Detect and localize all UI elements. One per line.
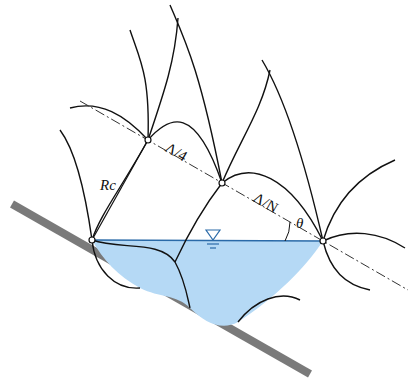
radius-line <box>92 140 148 240</box>
axis-points <box>89 137 326 244</box>
angle-arc <box>285 222 290 241</box>
dimension-label: Λ/4 <box>163 140 190 164</box>
dimension-label: Rc <box>100 178 116 193</box>
dimension-label: Λ/N <box>251 190 281 216</box>
dimension-label: θ <box>296 216 303 231</box>
free-surface-symbol <box>206 230 220 248</box>
free-surface <box>92 240 323 241</box>
water-region <box>92 240 323 326</box>
axis-line <box>80 101 408 290</box>
helical-wall-curves <box>60 5 405 322</box>
